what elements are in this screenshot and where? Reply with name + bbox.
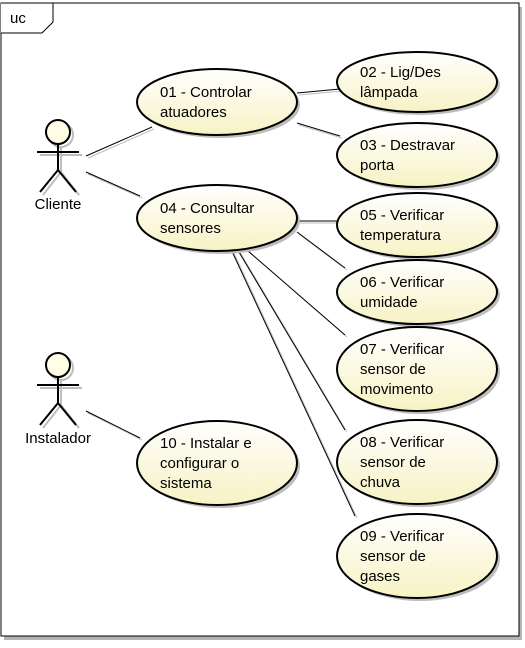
actor-cliente[interactable]: Cliente	[35, 119, 82, 213]
use-case-ellipse	[336, 192, 498, 258]
use-case-label-line: 10 - Instalar e	[160, 435, 252, 452]
use-case-label-line: 02 - Lig/Des	[360, 64, 441, 81]
use-case-label-line: 01 - Controlar	[160, 84, 252, 101]
association-line	[235, 246, 346, 431]
use-case-ellipse	[336, 122, 498, 188]
association-shadow	[231, 248, 358, 519]
use-case-label-line: 06 - Verificar	[360, 274, 444, 291]
use-case-ellipse	[336, 259, 498, 325]
use-case-label-line: 04 - Consultar	[160, 200, 254, 217]
use-case-05[interactable]: 05 - Verificar temperatura	[336, 192, 500, 260]
use-case-label-line: sensor de	[360, 361, 426, 378]
use-case-09[interactable]: 09 - Verificar sensor de gases	[336, 513, 500, 601]
association-shadow	[87, 412, 143, 441]
association-line	[296, 231, 346, 269]
use-case-ellipse	[136, 68, 298, 136]
association-line	[85, 410, 141, 439]
actor-figure-icon	[37, 119, 79, 193]
use-case-ellipse	[136, 184, 298, 252]
use-case-ellipse	[136, 420, 298, 506]
use-case-06[interactable]: 06 - Verificar umidade	[336, 259, 500, 327]
actor-figure-icon	[37, 352, 79, 426]
use-case-label-line: sensor de	[360, 548, 426, 565]
association-shadow	[298, 124, 343, 139]
use-case-label-line: atuadores	[160, 104, 227, 121]
use-case-label-line: 09 - Verificar	[360, 528, 444, 545]
association-shadow	[237, 248, 348, 433]
use-case-10[interactable]: 10 - Instalar e configurar o sistema	[136, 420, 300, 508]
use-case-08[interactable]: 08 - Verificar sensor de chuva	[336, 419, 500, 507]
associations	[85, 88, 358, 519]
association-line	[296, 88, 341, 94]
use-case-label-line: gases	[360, 568, 400, 585]
association-line	[239, 243, 346, 336]
use-case-ellipse	[336, 419, 498, 505]
use-case-label-line: porta	[360, 157, 395, 174]
use-case-01[interactable]: 01 - Controlar atuadores	[136, 68, 300, 138]
association-shadow	[298, 90, 343, 96]
association-line	[229, 246, 356, 517]
association-line	[85, 171, 141, 197]
use-case-label-line: sensor de	[360, 454, 426, 471]
use-case-03[interactable]: 03 - Destravar porta	[336, 122, 500, 190]
use-cases: 01 - Controlar atuadores 02 - Lig/Des lâmpa…	[136, 51, 500, 601]
use-case-label-line: movimento	[360, 381, 433, 398]
use-case-label-line: configurar o	[160, 455, 239, 472]
use-case-label-line: 08 - Verificar	[360, 434, 444, 451]
actor-instalador[interactable]: Instalador	[25, 352, 91, 447]
use-case-02[interactable]: 02 - Lig/Des lâmpada	[336, 51, 500, 115]
use-case-label-line: chuva	[360, 474, 401, 491]
use-case-label-line: sistema	[160, 475, 212, 492]
use-case-label-line: 05 - Verificar	[360, 207, 444, 224]
use-case-ellipse	[336, 513, 498, 599]
use-case-label-line: lâmpada	[360, 84, 418, 101]
use-case-ellipse	[336, 326, 498, 412]
use-case-label-line: temperatura	[360, 227, 442, 244]
use-case-label-line: 07 - Verificar	[360, 341, 444, 358]
use-case-ellipse	[336, 51, 498, 113]
use-case-07[interactable]: 07 - Verificar sensor de movimento	[336, 326, 500, 414]
frame-label: uc	[10, 10, 26, 27]
use-case-label-line: 03 - Destravar	[360, 137, 455, 154]
actor-label: Cliente	[35, 196, 82, 213]
association-line	[296, 122, 341, 137]
use-case-04[interactable]: 04 - Consultar sensores	[136, 184, 300, 254]
association-shadow	[87, 173, 143, 199]
association-shadow	[87, 128, 155, 159]
association-line	[85, 126, 153, 157]
use-case-label-line: umidade	[360, 294, 418, 311]
actor-label: Instalador	[25, 430, 91, 447]
use-case-label-line: sensores	[160, 220, 221, 237]
